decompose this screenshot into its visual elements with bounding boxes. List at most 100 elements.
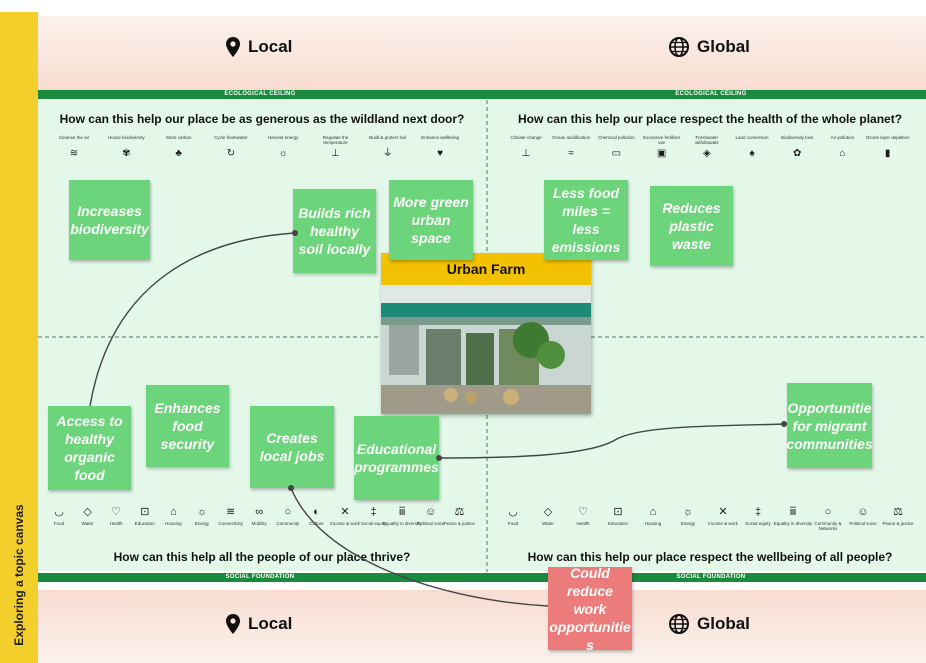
icon-cell: ♡Health xyxy=(561,507,605,532)
scales-icon: ⚖ xyxy=(893,506,903,518)
ecological-ceiling-bar: ECOLOGICAL CEILING ECOLOGICAL CEILING xyxy=(38,90,926,99)
ocean-icon: ≈ xyxy=(568,148,574,159)
tools-icon: ✕ xyxy=(718,506,728,518)
icon-cell: Chemical pollution ▭ xyxy=(594,135,638,159)
butterfly-icon: ✾ xyxy=(122,148,131,159)
icon-label: Climate change xyxy=(510,135,542,140)
sun-icon: ☼ xyxy=(682,506,694,518)
community-icon: ○ xyxy=(824,506,832,518)
icon-cell: ⚖ Peace & justice xyxy=(876,507,920,532)
soil-icon: ⏚ xyxy=(382,148,393,159)
icon-cell: Land conversion ♠ xyxy=(730,135,774,159)
icon-label: Water xyxy=(81,521,94,526)
icon-cell: ☺Political voice xyxy=(841,507,885,532)
icon-label: Cycle freshwater xyxy=(214,135,248,140)
scales-icon: ⚖ xyxy=(454,506,465,518)
icon-label: Build & protect soil xyxy=(369,135,407,140)
battery-icon: ▭ xyxy=(611,148,622,159)
flower-icon: ✿ xyxy=(792,148,802,159)
icon-cell: ◡Food xyxy=(37,507,81,532)
sun-icon: ☼ xyxy=(196,506,208,518)
icon-cell: ◇ Water xyxy=(66,507,110,532)
icon-cell: Biodiversity loss✿ xyxy=(775,135,819,159)
house-icon: ⌂ xyxy=(649,506,657,518)
global-header-top: Global xyxy=(669,37,750,57)
local-header-top: Local xyxy=(226,37,292,57)
note-local-jobs[interactable]: Creates local jobs xyxy=(250,406,334,488)
icon-label: Connectivity xyxy=(218,521,243,526)
icon-cell: Build & protect soil ⏚ xyxy=(366,135,410,159)
question-social-global: How can this help our place respect the … xyxy=(527,550,893,564)
top-header: Local Global xyxy=(38,16,926,90)
local-header-bottom: Local xyxy=(226,614,292,634)
note-reduces-plastic[interactable]: Reduces plastic waste xyxy=(650,186,733,266)
book-icon: ⊡ xyxy=(140,506,150,518)
bowl-icon: ◡ xyxy=(54,506,64,518)
social-foundation-label-global: SOCIAL FOUNDATION xyxy=(676,574,746,580)
icon-label: Housing xyxy=(644,521,662,526)
wind-icon: ≋ xyxy=(69,148,79,159)
note-reduce-work[interactable]: Could reduce work opportunitie s xyxy=(548,567,632,650)
icon-label: Peace & justice xyxy=(882,521,914,526)
local-label: Local xyxy=(248,37,293,56)
icon-cell: ○ Community xyxy=(266,507,310,532)
side-label: Exploring a topic canvas xyxy=(12,504,26,646)
water-cycle-icon: ↻ xyxy=(226,148,236,159)
icon-label: Energy xyxy=(194,521,210,526)
spray-icon: ▮ xyxy=(884,148,891,159)
note-educational[interactable]: Educational programmes xyxy=(354,416,439,500)
icon-label: Health xyxy=(576,521,590,526)
ecological-ceiling-label-global: ECOLOGICAL CEILING xyxy=(675,91,747,97)
thermometer-icon: ⊥ xyxy=(521,148,531,159)
icon-cell: Ocean acidification≈ xyxy=(549,135,593,159)
question-ecological-global: How can this help our place respect the … xyxy=(517,112,903,126)
people-icon: ‡ xyxy=(754,506,762,518)
icon-cell: Ozone layer depletion▮ xyxy=(866,135,910,159)
icon-label: Community & Networks xyxy=(814,521,842,531)
tree-icon: ♣ xyxy=(175,148,182,159)
note-increases-biodiversity[interactable]: Increases biodiversity xyxy=(69,180,150,260)
icon-cell: Regulate the temperature⊥ xyxy=(314,135,358,159)
forest-icon: ♠ xyxy=(749,148,755,159)
note-builds-soil[interactable]: Builds rich healthy soil locally xyxy=(293,189,376,273)
sun-icon: ☼ xyxy=(278,148,288,159)
icon-label: Excessive fertilizer use xyxy=(642,135,681,145)
icon-label: Chemical pollution xyxy=(598,135,635,140)
drop-icon: ◇ xyxy=(83,506,92,518)
book-icon: ⊡ xyxy=(613,506,623,518)
icon-cell: ♡Health xyxy=(94,507,138,532)
note-green-space[interactable]: More green urban space xyxy=(389,180,473,260)
heart-icon: ♥ xyxy=(437,148,444,159)
icon-label: Community xyxy=(276,521,300,526)
globe-icon xyxy=(669,37,689,57)
icon-label: Regulate the temperature xyxy=(322,135,349,145)
community-icon: ○ xyxy=(284,506,292,518)
factory-icon: ⌂ xyxy=(839,148,846,159)
wifi-icon: ≋ xyxy=(225,506,236,518)
icon-cell: ∞Mobility xyxy=(237,507,281,532)
global-header-bottom: Global xyxy=(669,614,750,634)
social-foundation-bar: SOCIAL FOUNDATION SOCIAL FOUNDATION xyxy=(38,573,926,582)
icon-label: Education xyxy=(607,521,628,526)
icon-cell: Climate change ⊥ xyxy=(504,135,548,159)
note-access-food[interactable]: Access to healthy organic food xyxy=(48,406,131,490)
icon-label: Cleanse the air xyxy=(58,135,90,140)
question-ecological-local: How can this help our place be as genero… xyxy=(59,112,465,126)
location-pin-icon xyxy=(226,37,240,57)
icon-label: Land conversion xyxy=(735,135,769,140)
icon-cell: ⌂Housing xyxy=(151,507,195,532)
icon-cell: ≋ Connectivity xyxy=(209,507,253,532)
note-food-security[interactable]: Enhances food security xyxy=(146,385,229,467)
note-food-miles[interactable]: Less food miles = less emissions xyxy=(544,180,628,260)
icon-label: Political voice xyxy=(849,521,877,526)
icon-cell: Enhance wellbeing♥ xyxy=(418,135,462,159)
icon-cell: ⊡Education xyxy=(123,507,167,532)
icon-cell: House biodiversity✾ xyxy=(104,135,148,159)
heart-hand-icon: ♡ xyxy=(111,506,122,518)
note-migrant[interactable]: Opportunitie for migrant communities xyxy=(787,383,872,468)
side-band xyxy=(0,12,38,663)
icon-cell: ☼Energy xyxy=(666,507,710,532)
icon-cell: ✕Income & work xyxy=(701,507,745,532)
group-icon: ⅲ xyxy=(789,506,797,518)
